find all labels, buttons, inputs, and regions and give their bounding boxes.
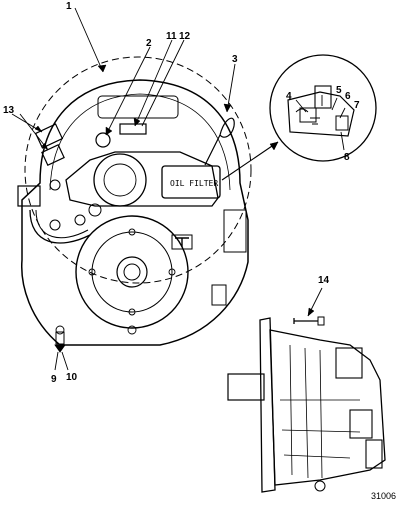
top-fitting: [119, 123, 147, 135]
drain-plug-fitting: [17, 185, 41, 207]
callout-8: 8: [344, 152, 350, 163]
callout-7: 7: [354, 100, 360, 111]
callout-11: 11: [166, 31, 177, 42]
mounting-plate: [259, 317, 276, 493]
transmission-side-view: [227, 316, 386, 493]
callout-6: 6: [345, 91, 351, 102]
callout-3: 3: [232, 54, 238, 65]
detail-inset: [221, 54, 377, 181]
output-flange: [75, 215, 189, 329]
drain-plug: [55, 331, 65, 345]
callout-9: 9: [51, 374, 57, 385]
callout-10: 10: [66, 372, 78, 383]
callout-12: 12: [179, 31, 191, 42]
detail-circle: [269, 54, 377, 162]
callout-13: 13: [3, 105, 15, 116]
bolt-14: [293, 318, 318, 324]
fitting-2: [95, 132, 111, 148]
callout-4: 4: [286, 91, 292, 102]
side-housing: [269, 329, 386, 486]
transmission-rear-view: [17, 56, 252, 353]
input-shaft: [227, 373, 265, 401]
temperature-switch: [34, 123, 64, 149]
sealing-washer: [54, 344, 66, 353]
valve-block: [65, 151, 219, 207]
pressure-switch: [41, 144, 65, 166]
valve-cover: [93, 153, 147, 207]
oil-filter-label: OIL FILTER: [170, 179, 218, 188]
housing-body: [21, 79, 249, 346]
oil-filter-housing: [161, 165, 221, 199]
callout-2: 2: [146, 38, 152, 49]
dipstick: [204, 117, 235, 166]
callout-labels: 1 2 11 12 3 13 4 5 6 7 8 9 10 14 OIL FIL…: [3, 1, 396, 501]
output-shaft-nut: [116, 256, 148, 288]
flange-outline: [24, 56, 252, 284]
callout-14: 14: [318, 275, 330, 286]
figure-number: 31006: [371, 491, 396, 501]
leader-lines: [11, 7, 346, 371]
callout-1: 1: [66, 1, 72, 12]
callout-5: 5: [336, 85, 342, 96]
